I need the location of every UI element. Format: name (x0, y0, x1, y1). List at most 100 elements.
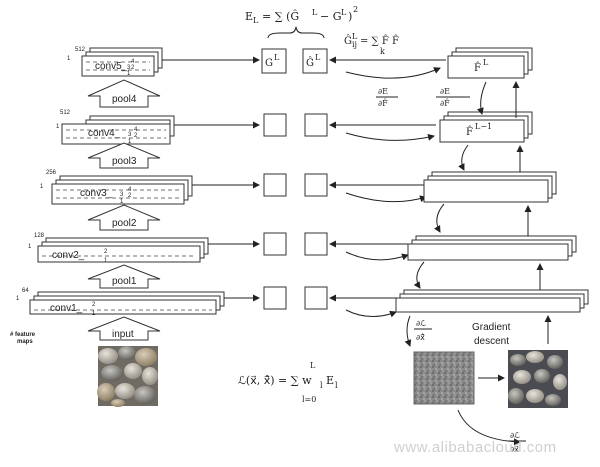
svg-text:pool1: pool1 (112, 276, 137, 287)
conv1-label: conv1_ (50, 303, 83, 314)
svg-text:1: 1 (28, 244, 32, 250)
svg-text:ℒ(x⃗, x̂⃗) = ∑ w: ℒ(x⃗, x̂⃗) = ∑ w (238, 374, 312, 387)
svg-text:L: L (253, 16, 259, 25)
svg-text:2: 2 (92, 302, 96, 308)
fhat-Lm1-block: F̂ L−1 (439, 111, 533, 143)
svg-text:∂x̂⃗: ∂x̂⃗ (416, 333, 425, 342)
conv5-label: conv5_ (95, 61, 128, 72)
svg-text:F̂: F̂ (466, 126, 473, 138)
gram-to-fL-curve (345, 67, 441, 79)
conv4-maps: 512 (60, 110, 71, 116)
svg-text:4: 4 (131, 59, 135, 65)
svg-text:L: L (352, 32, 358, 41)
svg-text:Ĝ: Ĝ (344, 35, 352, 47)
svg-text:L−1: L−1 (475, 122, 492, 131)
input-pebbles-image (97, 346, 158, 407)
svg-text:∂F̂: ∂F̂ (378, 99, 388, 108)
gram-G-box (261, 48, 287, 74)
svg-text:= ∑ F̂ F̂: = ∑ F̂ F̂ (360, 35, 399, 47)
svg-text:1: 1 (67, 56, 71, 62)
svg-text:maps: maps (17, 339, 33, 345)
svg-text:l: l (320, 381, 323, 390)
svg-text:3: 3 (128, 132, 132, 138)
conv5-block: conv5_ 4 3 2 1 512 1 (67, 47, 163, 77)
svg-text:ij: ij (352, 40, 357, 49)
svg-text:1: 1 (40, 184, 44, 190)
svg-text:2: 2 (353, 5, 358, 14)
generated-conv2-block (407, 235, 577, 261)
conv2-maps: 128 (34, 233, 45, 239)
svg-text:∂F̂: ∂F̂ (440, 99, 450, 108)
svg-text:3: 3 (127, 65, 131, 71)
generated-pebbles-image (508, 350, 568, 408)
svg-text:1: 1 (56, 124, 60, 130)
svg-text:1: 1 (92, 311, 96, 317)
layer-to-gram-arrows (162, 56, 260, 302)
svg-text:pool4: pool4 (112, 94, 137, 105)
generated-conv1-block (395, 289, 589, 313)
dE-dF-fraction: ∂E ∂F̂ (376, 87, 398, 108)
dL-dx-fraction: ∂ℒ ∂x⃗ (508, 431, 526, 454)
svg-text:2: 2 (134, 133, 138, 139)
feature-maps-label: # feature (10, 332, 36, 338)
svg-text:2: 2 (131, 65, 135, 71)
conv1-maps: 64 (22, 288, 29, 294)
svg-text:pool2: pool2 (112, 218, 137, 229)
conv4-label: conv4_ (88, 128, 121, 139)
pool4-arrow: pool4 (87, 79, 161, 108)
gradient-label: Gradient (472, 322, 511, 333)
generated-conv3-block (423, 171, 557, 203)
conv1-block: conv1_ 2 1 64 1 (16, 288, 225, 317)
svg-text:L: L (341, 8, 347, 17)
svg-text:Ĝ: Ĝ (306, 57, 314, 69)
input-arrow: input (87, 316, 161, 341)
right-column-arrows (404, 81, 552, 347)
svg-text:3: 3 (120, 192, 124, 198)
dE-dF-Lm1-fraction: ∂E ∂F̂ (436, 87, 470, 108)
svg-text:1: 1 (127, 71, 131, 77)
conv2-block: conv2_ 2 1 128 1 (28, 233, 209, 264)
pool3-arrow: pool3 (87, 142, 161, 169)
svg-text:2: 2 (104, 249, 108, 255)
descent-label: descent (474, 336, 509, 347)
loss-equation: ℒ(x⃗, x̂⃗) = ∑ w l E l L l=0 (238, 361, 338, 404)
el-equation: E L = ∑ (Ĝ L − G L ) 2 (245, 5, 358, 25)
svg-text:L: L (310, 361, 316, 370)
svg-text:1: 1 (16, 296, 20, 302)
noise-image (413, 351, 475, 405)
svg-text:∂E: ∂E (440, 87, 450, 96)
conv3-label: conv3_ (80, 188, 113, 199)
pool2-arrow: pool2 (87, 204, 161, 231)
svg-text:l: l (335, 381, 338, 390)
watermark: www.alibabacloud.com (393, 439, 557, 456)
svg-text:input: input (112, 329, 134, 340)
svg-text:E: E (245, 10, 253, 23)
dL-dxhat-fraction: ∂ℒ ∂x̂⃗ (414, 319, 432, 342)
conv4-block: conv4_ 4 3 2 1 512 1 (56, 110, 175, 145)
svg-text:∂ℒ: ∂ℒ (510, 431, 520, 440)
svg-text:E: E (326, 374, 334, 387)
gram-boxes: G L Ĝ L (261, 48, 328, 310)
svg-text:L: L (483, 58, 489, 67)
svg-text:4: 4 (134, 127, 138, 133)
svg-text:L: L (274, 53, 280, 62)
svg-text:l=0: l=0 (302, 395, 316, 404)
gram-Ghat-box (302, 48, 328, 74)
gram-brace (267, 26, 325, 39)
svg-text:4: 4 (128, 187, 132, 193)
svg-text:F̂: F̂ (474, 62, 481, 74)
svg-text:pool3: pool3 (112, 156, 137, 167)
conv2-label: conv2_ (52, 250, 85, 261)
svg-text:G: G (265, 58, 273, 69)
svg-text:1: 1 (120, 199, 124, 205)
svg-text:1: 1 (128, 139, 132, 145)
pool1-arrow: pool1 (87, 264, 161, 289)
conv5-maps: 512 (75, 47, 86, 53)
conv3-block: conv3_ 4 3 2 1 256 1 (40, 170, 193, 205)
svg-text:L: L (312, 8, 318, 17)
svg-text:k: k (380, 47, 385, 56)
svg-text:− G: − G (320, 10, 342, 23)
svg-text:1: 1 (104, 258, 108, 264)
svg-text:∂E: ∂E (378, 87, 388, 96)
